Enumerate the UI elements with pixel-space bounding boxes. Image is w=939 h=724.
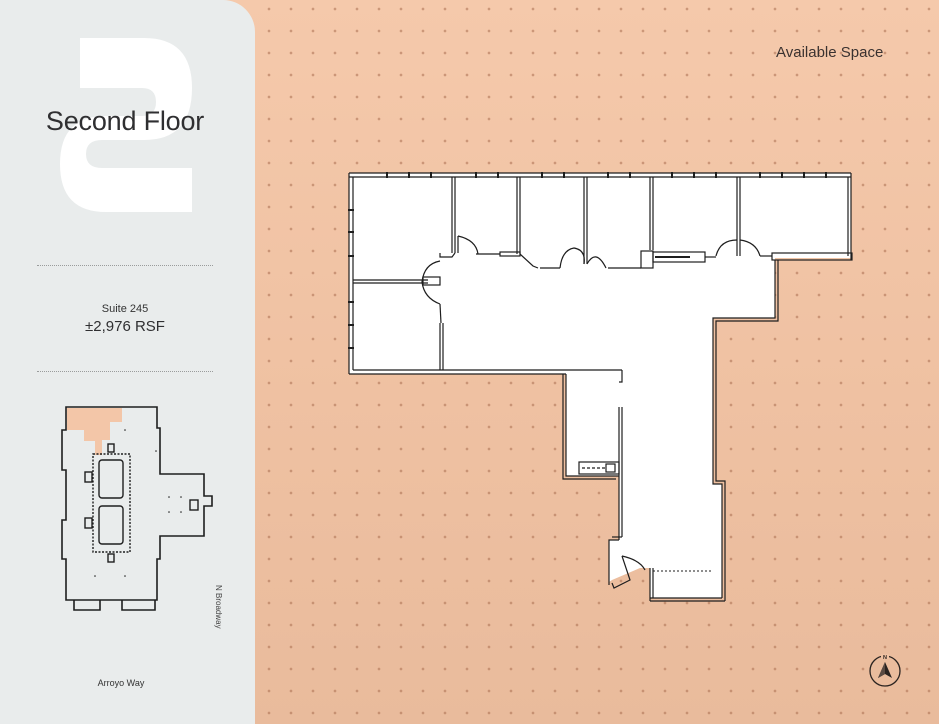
available-space-label: Available Space: [776, 44, 884, 61]
suite-area: [349, 173, 851, 598]
suite-name: Suite 245: [101, 303, 149, 315]
floor-title: Second Floor: [45, 106, 205, 136]
street-label-arroyo-way: Arroyo Way: [97, 678, 145, 688]
divider-bottom: [37, 371, 213, 372]
sidebar-foot-curve: [238, 690, 255, 724]
suite-size: ±2,976 RSF: [85, 318, 165, 335]
street-label-n-broadway: N Broadway: [214, 585, 223, 629]
divider-top: [37, 265, 213, 266]
svg-text:N: N: [883, 655, 887, 661]
building-key-plan: [61, 406, 213, 611]
north-arrow-icon: N: [869, 654, 901, 687]
floor-numeral-graphic: [60, 38, 192, 212]
